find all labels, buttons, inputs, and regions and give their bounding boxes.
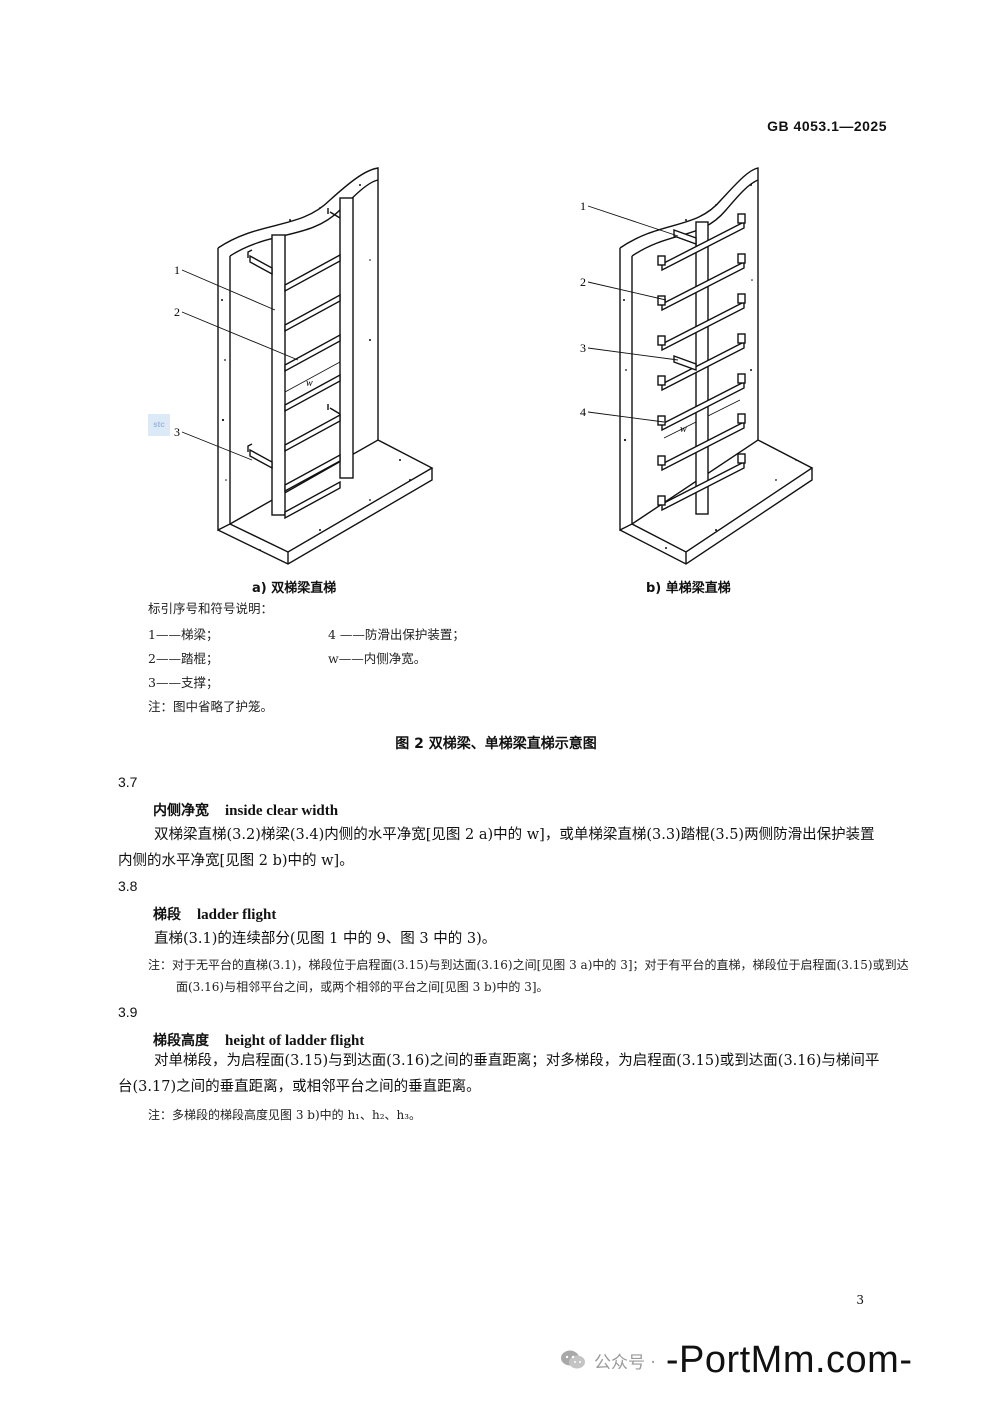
wechat-icon <box>560 1349 586 1371</box>
figure-b-callout-1: 1 <box>580 199 586 213</box>
figure-a-caption: a) 双梯梁直梯 <box>252 581 337 596</box>
section-note: 注：对于无平台的直梯(3.1)，梯段位于启程面(3.15)与到达面(3.16)之… <box>148 958 909 994</box>
definition-text: 对单梯段，为启程面(3.15)与到达面(3.16)之间的垂直距离；对多梯段，为启… <box>118 1053 880 1095</box>
key-item: w——内侧净宽。 <box>328 651 427 666</box>
definition-text: 直梯(3.1)的连续部分(见图 1 中的 9、图 3 中的 3)。 <box>154 931 497 947</box>
figure-a-callout-3: 3 <box>174 425 180 439</box>
figure-b-callout-4: 4 <box>580 405 586 419</box>
section-number: 3.7 <box>118 774 138 790</box>
section-number: 3.9 <box>118 1004 138 1020</box>
term-en: ladder flight <box>197 907 277 923</box>
figure-a-callout-1: 1 <box>174 263 180 277</box>
faint-stamp-mark: stc <box>148 414 170 436</box>
key-item: 4 ——防滑出保护装置； <box>328 627 465 642</box>
standard-code: GB 4053.1—2025 <box>767 118 887 134</box>
figure-a-width-label: w <box>306 378 313 389</box>
term-cn: 梯段高度 <box>153 1033 209 1049</box>
section-note: 注：多梯段的梯段高度见图 3 b)中的 h₁、h₂、h₃。 <box>148 1108 422 1122</box>
watermark-prefix: 公众号 · <box>594 1352 656 1373</box>
definition-text: 双梯梁直梯(3.2)梯梁(3.4)内侧的水平净宽[见图 2 a)中的 w]，或单… <box>118 827 875 869</box>
figure-a-callout-2: 2 <box>174 305 180 319</box>
key-item: 1——梯梁； <box>148 627 219 642</box>
term-en: inside clear width <box>225 803 339 819</box>
key-item: 3——支撑； <box>148 675 219 690</box>
figure-b-callout-2: 2 <box>580 275 586 289</box>
term-heading: 梯段 ladder flight <box>153 904 276 924</box>
figure-title: 图 2 双梯梁、单梯梁直梯示意图 <box>395 736 597 752</box>
watermark-brand: -PortMm.com- <box>665 1338 913 1381</box>
figure-a-double-stile-ladder: 1 2 3 w <box>174 167 434 565</box>
page-number: 3 <box>856 1293 864 1307</box>
term-heading: 内侧净宽 inside clear width <box>153 800 338 820</box>
figure-b-caption: b) 单梯梁直梯 <box>646 581 731 596</box>
figure-b-callout-3: 3 <box>580 341 586 355</box>
figure-b-width-label: w <box>680 424 687 435</box>
term-en: height of ladder flight <box>225 1033 365 1049</box>
figure-note: 注：图中省略了护笼。 <box>148 699 274 714</box>
key-title: 标引序号和符号说明： <box>148 601 274 616</box>
key-item: 2——踏棍； <box>148 651 219 666</box>
section-number: 3.8 <box>118 878 138 894</box>
term-heading: 梯段高度 height of ladder flight <box>153 1030 364 1050</box>
term-cn: 内侧净宽 <box>153 803 209 819</box>
watermark: 公众号 · -PortMm.com- <box>560 1335 912 1385</box>
figure-b-single-stile-ladder: 1 2 3 4 w <box>580 167 814 565</box>
term-cn: 梯段 <box>153 907 181 923</box>
